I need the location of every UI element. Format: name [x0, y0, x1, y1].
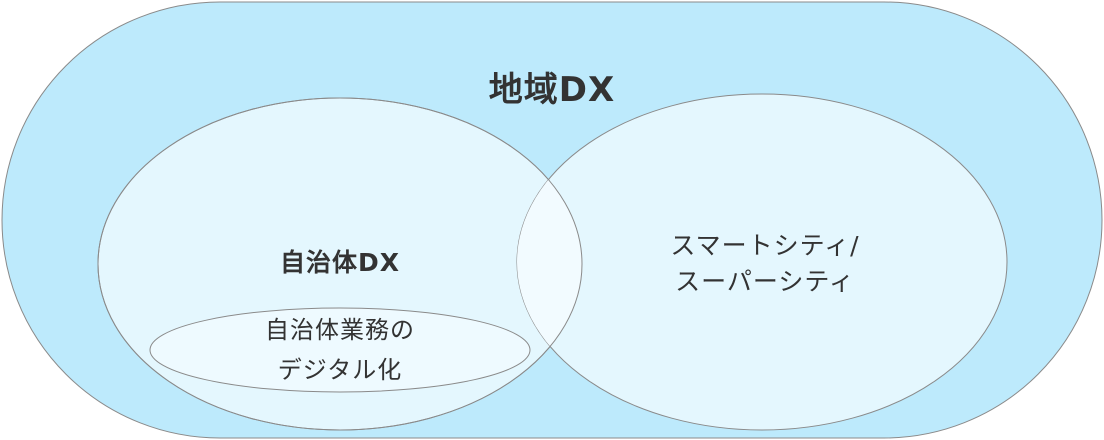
title-text: 地域DX — [488, 70, 616, 110]
inner-ellipse-digitalization — [149, 307, 531, 393]
inner-ellipse-line1: 自治体業務の — [265, 316, 415, 344]
diagram-title: 地域DX — [452, 68, 652, 112]
inner-ellipse-label: 自治体業務の デジタル化 — [230, 310, 450, 390]
right-circle-line2: スーパーシティ — [675, 267, 855, 296]
left-circle-label: 自治体DX — [240, 245, 440, 281]
right-circle-line1: スマートシティ/ — [670, 231, 860, 260]
right-circle-label: スマートシティ/ スーパーシティ — [620, 228, 910, 300]
left-circle-outline — [97, 97, 583, 431]
inner-ellipse-line2: デジタル化 — [277, 356, 403, 384]
left-circle-text: 自治体DX — [279, 248, 401, 277]
